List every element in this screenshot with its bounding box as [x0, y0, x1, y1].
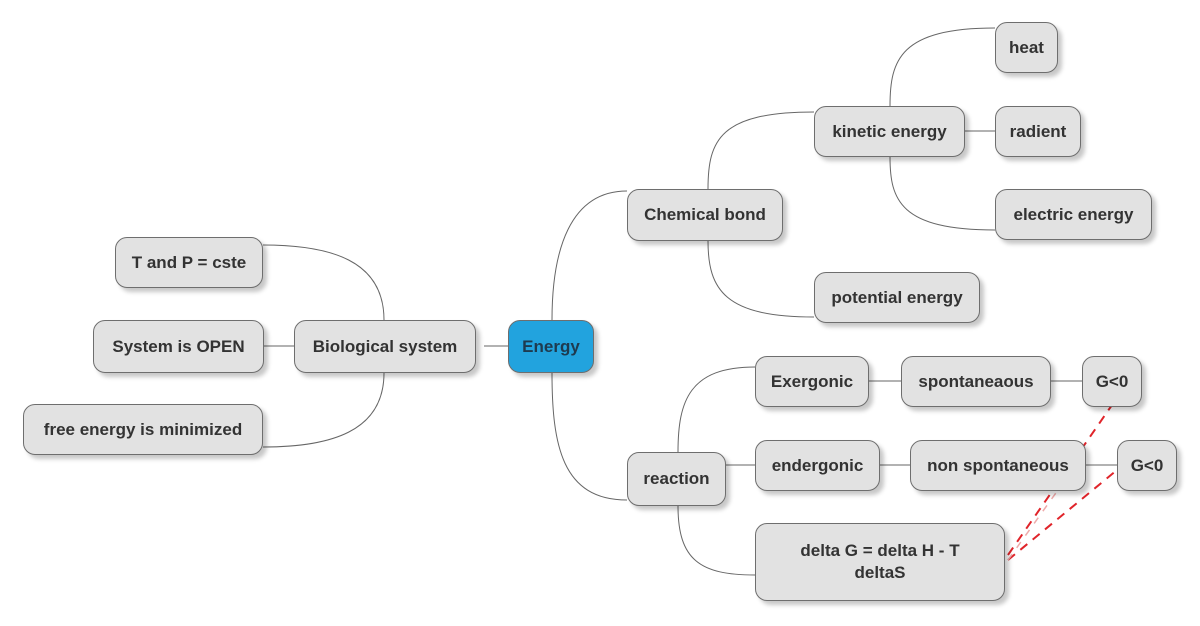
edge-chemical-potential [707, 240, 815, 318]
node-energy[interactable]: Energy [508, 320, 594, 373]
node-g-less-zero-exergonic[interactable]: G<0 [1082, 356, 1142, 407]
node-g-less-zero-endergonic[interactable]: G<0 [1117, 440, 1177, 491]
dashed-link-delta-g-a [1007, 404, 1113, 556]
node-biological-system[interactable]: Biological system [294, 320, 476, 373]
node-t-and-p[interactable]: T and P = cste [115, 237, 263, 288]
node-heat[interactable]: heat [995, 22, 1058, 73]
edge-kinetic-heat [889, 27, 996, 107]
node-electric-energy[interactable]: electric energy [995, 189, 1152, 240]
node-non-spontaneous[interactable]: non spontaneous [910, 440, 1086, 491]
node-reaction[interactable]: reaction [627, 452, 726, 506]
node-system-open[interactable]: System is OPEN [93, 320, 264, 373]
node-exergonic[interactable]: Exergonic [755, 356, 869, 407]
node-free-energy[interactable]: free energy is minimized [23, 404, 263, 455]
node-spontaneaous[interactable]: spontaneaous [901, 356, 1051, 407]
dashed-link-delta-g-b [1007, 469, 1118, 561]
edge-chemical-kinetic [707, 111, 815, 190]
node-chemical-bond[interactable]: Chemical bond [627, 189, 783, 241]
edge-biological-tandp [262, 244, 385, 321]
edge-kinetic-electric [889, 156, 996, 231]
node-endergonic[interactable]: endergonic [755, 440, 880, 491]
node-kinetic-energy[interactable]: kinetic energy [814, 106, 965, 157]
edge-reaction-exergonic [677, 366, 756, 453]
edge-energy-reaction [551, 372, 628, 501]
node-delta-g-formula[interactable]: delta G = delta H - T deltaS [755, 523, 1005, 601]
edge-biological-free [262, 372, 385, 448]
edge-energy-chemical [551, 190, 628, 321]
node-radient[interactable]: radient [995, 106, 1081, 157]
edge-reaction-delta [677, 505, 756, 576]
node-potential-energy[interactable]: potential energy [814, 272, 980, 323]
